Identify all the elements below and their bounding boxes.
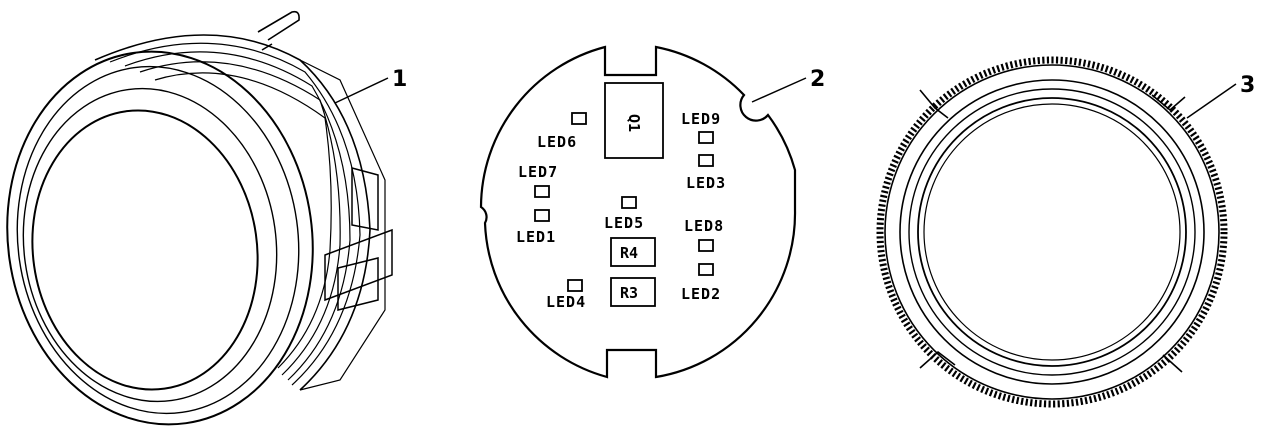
led2-pad [698, 263, 714, 276]
led1-pad [534, 209, 550, 222]
r3-label: R3 [620, 284, 638, 302]
led-pads [534, 112, 714, 292]
circuit-board-part: Q1 R4 R3 LED6 LED9 LED3 LED7 LED1 LED5 [479, 45, 825, 379]
callout-1: 1 [392, 67, 407, 92]
q1-component [604, 82, 664, 159]
housing-tabs [324, 167, 393, 311]
led3-label: LED3 [686, 174, 726, 192]
ring-knurled-edge [876, 56, 1228, 408]
led5-label: LED5 [604, 214, 644, 232]
callout-3-leader [1186, 83, 1237, 119]
pcb-outline [479, 45, 797, 379]
lens-face [31, 109, 259, 391]
led4-pad [567, 279, 583, 292]
callout-3: 3 [1240, 73, 1255, 98]
lens-housing-part: 1 [6, 10, 407, 426]
callout-2: 2 [810, 67, 825, 92]
led7-label: LED7 [518, 163, 558, 181]
led6-pad [571, 112, 587, 125]
callout-1-leader [334, 77, 389, 104]
led6-label: LED6 [537, 133, 577, 151]
led3-pad [698, 154, 714, 167]
housing-threads [94, 34, 386, 391]
housing-bezel [6, 50, 314, 426]
led2-label: LED2 [681, 285, 721, 303]
ring-slots [919, 89, 1186, 373]
led5-pad [621, 196, 637, 209]
led-labels: LED6 LED9 LED3 LED7 LED1 LED5 LED8 LED2 … [516, 110, 726, 311]
led8-pad [698, 239, 714, 252]
led7-pad [534, 185, 550, 198]
r4-component [610, 237, 656, 267]
callout-2-leader [751, 77, 807, 103]
housing-pins [257, 10, 300, 51]
ring-opening [917, 97, 1187, 367]
led4-label: LED4 [546, 293, 586, 311]
led1-label: LED1 [516, 228, 556, 246]
led8-label: LED8 [684, 217, 724, 235]
r4-label: R4 [620, 244, 638, 262]
led9-pad [698, 131, 714, 144]
retaining-ring-part: 3 [876, 56, 1255, 408]
q1-label: Q1 [625, 114, 643, 132]
led9-label: LED9 [681, 110, 721, 128]
r3-component [610, 277, 656, 307]
